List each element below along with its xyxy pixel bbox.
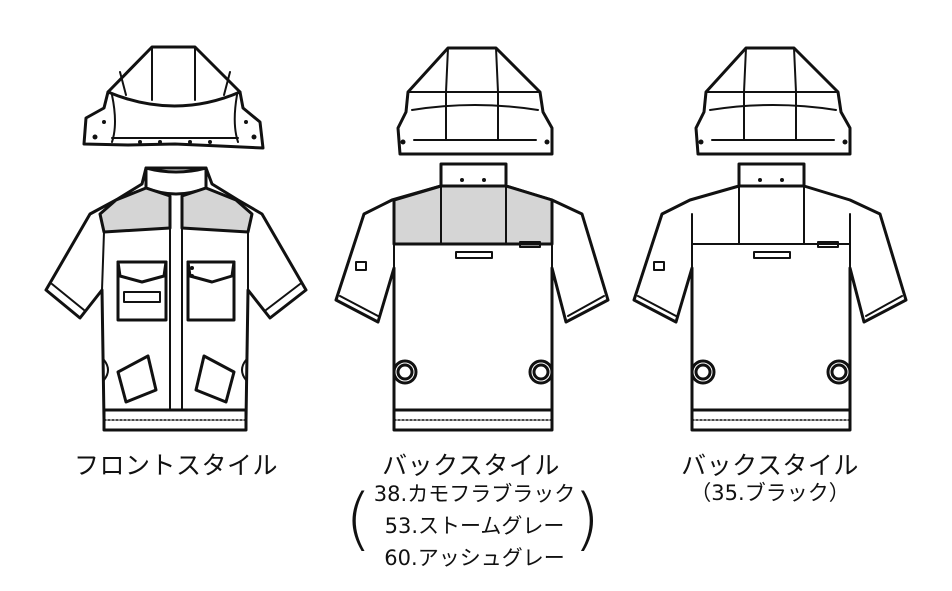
front-hood: [82, 45, 265, 150]
open-paren: (: [345, 480, 372, 559]
back-jacket-color-drawing: [334, 46, 610, 432]
back-style-label-color: バックスタイル: [382, 451, 560, 480]
close-paren: ): [573, 480, 600, 559]
back-hood-color: [396, 46, 554, 156]
back-jacket-black-drawing: [632, 46, 908, 432]
black-variant-label: （35.ブラック）: [690, 481, 850, 505]
back-style-label-black: バックスタイル: [681, 451, 859, 480]
back-hood-black: [694, 46, 852, 156]
variant-item: 60.アッシュグレー: [384, 546, 565, 570]
variant-item: 53.ストームグレー: [384, 514, 565, 538]
front-style-label: フロントスタイル: [73, 451, 278, 480]
color-variants-group: ( 38.カモフラブラック 53.ストームグレー 60.アッシュグレー ): [345, 478, 600, 574]
variant-item: 38.カモフラブラック: [373, 482, 576, 506]
front-jacket-drawing: [44, 45, 308, 432]
